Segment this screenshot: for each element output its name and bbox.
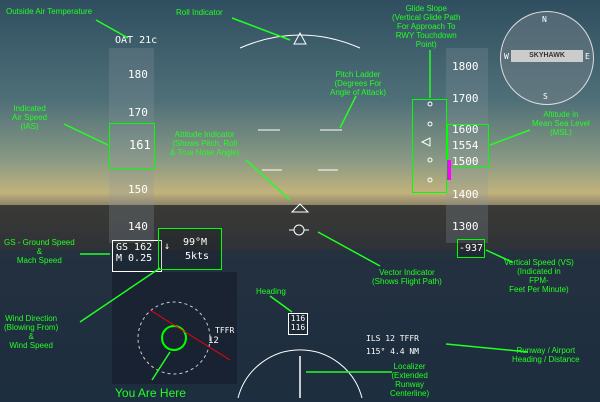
glide-slope-dot xyxy=(427,121,433,127)
glide-slope-dot xyxy=(427,157,433,163)
roll-pointer-icon xyxy=(293,31,307,45)
altitude-tick: 1800 xyxy=(452,60,479,73)
annotation-msl: Altitude in Mean Sea Level (MSL) xyxy=(532,110,590,137)
glide-slope-pointer-icon xyxy=(420,137,431,147)
altitude-value: 1554 xyxy=(452,139,479,152)
localizer-arc xyxy=(237,349,363,399)
annotation-you-are-here: You Are Here xyxy=(115,386,186,400)
moving-map: TFFR 12 xyxy=(112,272,237,384)
annotation-roll: Roll Indicator xyxy=(176,8,223,17)
altitude-tick: 1400 xyxy=(452,188,479,201)
airspeed-tick: 170 xyxy=(128,106,148,119)
wind-speed: 5kts xyxy=(185,251,210,262)
compass-north: N xyxy=(542,15,547,24)
attitude-marker-icon xyxy=(290,203,310,213)
wind-box: 99°M 5kts ↓ xyxy=(158,228,222,270)
annotation-attitude: Attitude Indicator (Shows Pitch, Roll & … xyxy=(170,130,240,157)
altitude-tick: 1500 xyxy=(452,155,479,168)
annotation-glide: Glide Slope (Vertical Glide Path For App… xyxy=(392,4,461,49)
mach-speed: M 0.25 xyxy=(116,253,153,264)
leader-attitude xyxy=(245,159,291,201)
altitude-box xyxy=(447,124,489,168)
leader-wind xyxy=(79,267,161,323)
leader-roll xyxy=(231,17,291,41)
annotation-localizer: Localizer (Extended Runway Centerline) xyxy=(390,362,430,398)
compass-brand: SKYHAWK xyxy=(511,50,583,62)
annotation-oat: Outside Air Temperature xyxy=(6,7,93,16)
map-range-ring xyxy=(137,301,211,375)
heading-sub-value: 116 xyxy=(290,323,306,332)
ils-line-2: 115° 4.4 NM xyxy=(366,347,419,356)
leader-vector xyxy=(317,231,381,267)
annotation-ias: Indicated Air Speed (IAS) xyxy=(12,104,48,131)
pitch-ladder xyxy=(258,129,342,171)
annotation-vs: Vertical Speed (VS) (Indicated in FPM- F… xyxy=(504,258,574,294)
altitude-tick: 1300 xyxy=(452,220,479,233)
leader-you-are-here xyxy=(151,351,171,381)
airspeed-tick: 180 xyxy=(128,68,148,81)
you-are-here-marker xyxy=(161,325,187,351)
airspeed-tick: 150 xyxy=(128,183,148,196)
annotation-vector: Vector Indicator (Shows Flight Path) xyxy=(372,268,442,286)
ils-line-1: ILS 12 TFFR xyxy=(366,334,419,343)
annotation-heading: Heading xyxy=(256,287,286,296)
roll-arc xyxy=(239,34,361,49)
airspeed-tick: 140 xyxy=(128,220,148,233)
compass-east: E xyxy=(585,52,590,61)
leader-oat xyxy=(95,19,129,39)
annotation-runway: Runway / Airport Heading / Distance xyxy=(512,346,580,364)
annotation-leaders xyxy=(63,17,531,381)
map-heading-label: 12 xyxy=(208,336,219,346)
annotation-pitch: Pitch Ladder (Degrees For Angle of Attac… xyxy=(330,70,387,97)
ground-speed: GS 162 xyxy=(116,242,153,253)
leader-msl xyxy=(489,129,531,146)
glide-slope-dot xyxy=(427,101,433,107)
heading-box: 116 116 xyxy=(288,313,308,335)
leader-runway xyxy=(445,343,529,353)
leader-vs xyxy=(485,249,513,263)
glide-slope-scale xyxy=(420,101,433,183)
compass-south: S xyxy=(543,92,548,101)
compass-west: W xyxy=(504,52,509,61)
altitude-tick: 1700 xyxy=(452,92,479,105)
vs-trend-bar xyxy=(446,160,451,180)
ground-speed-box: GS 162 M 0.25 xyxy=(112,240,162,272)
airspeed-tape xyxy=(109,48,154,243)
leader-pitch xyxy=(339,95,357,129)
altitude-tape xyxy=(446,48,488,243)
wind-direction: 99°M xyxy=(183,237,208,248)
map-airport-label: TFFR xyxy=(215,326,235,335)
altitude-tick: 1600 xyxy=(452,123,479,136)
heading-value: 116 xyxy=(290,314,306,323)
annotation-gs: GS - Ground Speed & Mach Speed xyxy=(4,238,75,265)
map-course-line xyxy=(149,309,231,361)
vertical-speed: -937 xyxy=(457,239,485,258)
flight-path-vector-icon xyxy=(293,224,305,236)
compass-rose: N E S W SKYHAWK xyxy=(500,11,594,105)
ias-value: 161 xyxy=(129,138,151,152)
annotation-wind: Wind Direction (Blowing From) & Wind Spe… xyxy=(4,314,59,350)
leader-heading xyxy=(269,295,293,313)
glide-slope-box xyxy=(412,99,447,193)
oat-readout: OAT 21c xyxy=(115,35,158,46)
wind-arrow-icon: ↓ xyxy=(164,241,171,252)
ias-box xyxy=(109,123,155,169)
leader-ias xyxy=(63,123,109,146)
glide-slope-dot xyxy=(427,177,433,183)
